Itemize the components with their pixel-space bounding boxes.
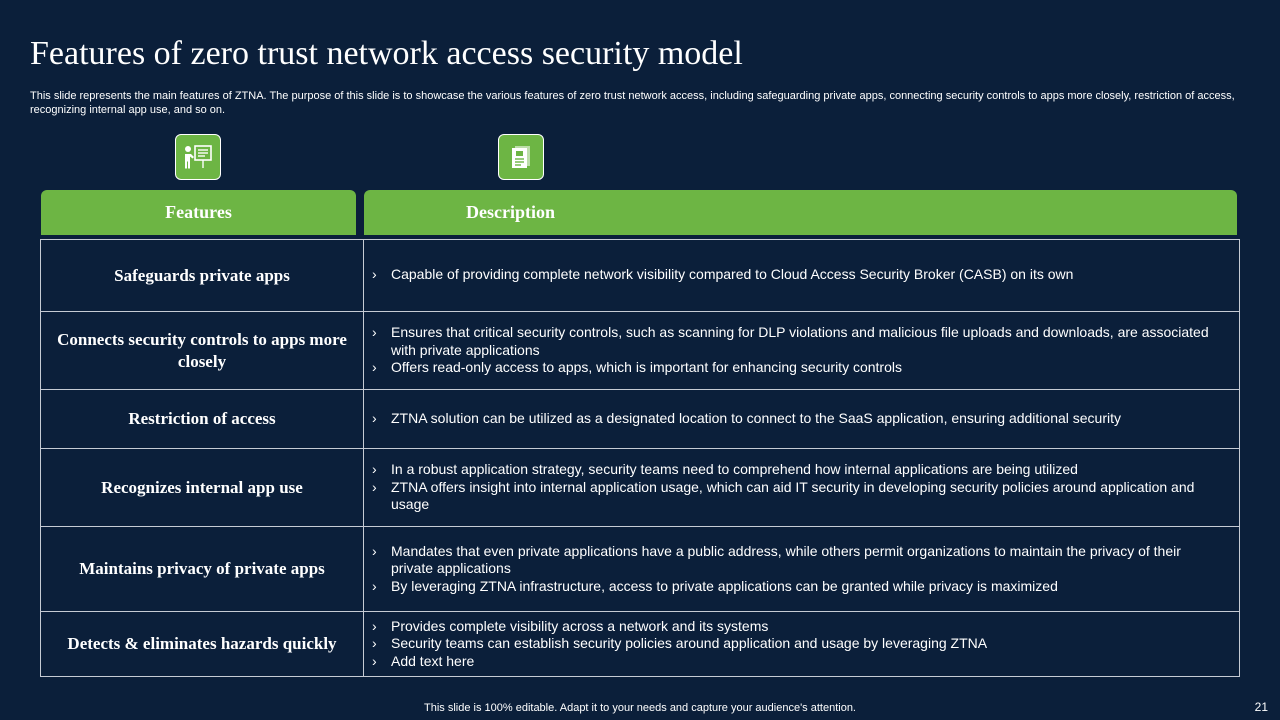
chevron-icon: ›: [372, 461, 377, 478]
features-table: Safeguards private apps ›Capable of prov…: [40, 239, 1240, 677]
features-header: Features: [41, 190, 356, 235]
bullet-item: ›Security teams can establish security p…: [372, 635, 988, 652]
bullet-item: ›In a robust application strategy, secur…: [372, 461, 1078, 478]
chevron-icon: ›: [372, 577, 377, 594]
bullet-item: ›By leveraging ZTNA infrastructure, acce…: [372, 577, 1058, 594]
feature-cell: Maintains privacy of private apps: [41, 527, 364, 611]
table-row: Detects & eliminates hazards quickly ›Pr…: [41, 612, 1239, 676]
slide-title: Features of zero trust network access se…: [30, 35, 743, 72]
feature-cell: Detects & eliminates hazards quickly: [41, 612, 364, 676]
chevron-icon: ›: [372, 324, 377, 341]
page-number: 21: [1254, 700, 1268, 714]
presentation-board-icon: [175, 134, 221, 180]
description-cell: ›Ensures that critical security controls…: [364, 312, 1239, 389]
feature-cell: Safeguards private apps: [41, 240, 364, 311]
chevron-icon: ›: [372, 635, 377, 652]
chevron-icon: ›: [372, 266, 377, 282]
table-row: Maintains privacy of private apps ›Manda…: [41, 527, 1239, 612]
document-icon: [498, 134, 544, 180]
bullet-item: ›Offers read-only access to apps, which …: [372, 359, 902, 376]
description-cell: ›ZTNA solution can be utilized as a desi…: [364, 390, 1239, 448]
chevron-icon: ›: [372, 542, 377, 559]
bullet-item: ›ZTNA offers insight into internal appli…: [372, 478, 1195, 513]
feature-cell: Connects security controls to apps more …: [41, 312, 364, 389]
chevron-icon: ›: [372, 617, 377, 634]
bullet-item: ›Capable of providing complete network v…: [372, 266, 1074, 282]
bullet-item: ›Add text here: [372, 652, 475, 669]
slide-subtitle: This slide represents the main features …: [30, 90, 1235, 116]
chevron-icon: ›: [372, 478, 377, 495]
table-row: Connects security controls to apps more …: [41, 312, 1239, 390]
bullet-item: ›Ensures that critical security controls…: [372, 324, 1209, 358]
chevron-icon: ›: [372, 652, 377, 669]
description-cell: ›Capable of providing complete network v…: [364, 240, 1239, 311]
bullet-item: ›Provides complete visibility across a n…: [372, 617, 769, 634]
feature-cell: Recognizes internal app use: [41, 449, 364, 526]
footer-note: This slide is 100% editable. Adapt it to…: [424, 702, 856, 714]
chevron-icon: ›: [372, 359, 377, 376]
description-header: Description: [364, 190, 1237, 235]
description-cell: ›Provides complete visibility across a n…: [364, 612, 1239, 676]
description-cell: ›Mandates that even private applications…: [364, 527, 1239, 611]
bullet-item: ›Mandates that even private applications…: [372, 542, 1181, 577]
feature-cell: Restriction of access: [41, 390, 364, 448]
table-row: Restriction of access ›ZTNA solution can…: [41, 390, 1239, 449]
chevron-icon: ›: [372, 410, 377, 427]
bullet-item: ›ZTNA solution can be utilized as a desi…: [372, 410, 1122, 427]
table-row: Recognizes internal app use ›In a robust…: [41, 449, 1239, 527]
table-row: Safeguards private apps ›Capable of prov…: [41, 240, 1239, 312]
description-cell: ›In a robust application strategy, secur…: [364, 449, 1239, 526]
